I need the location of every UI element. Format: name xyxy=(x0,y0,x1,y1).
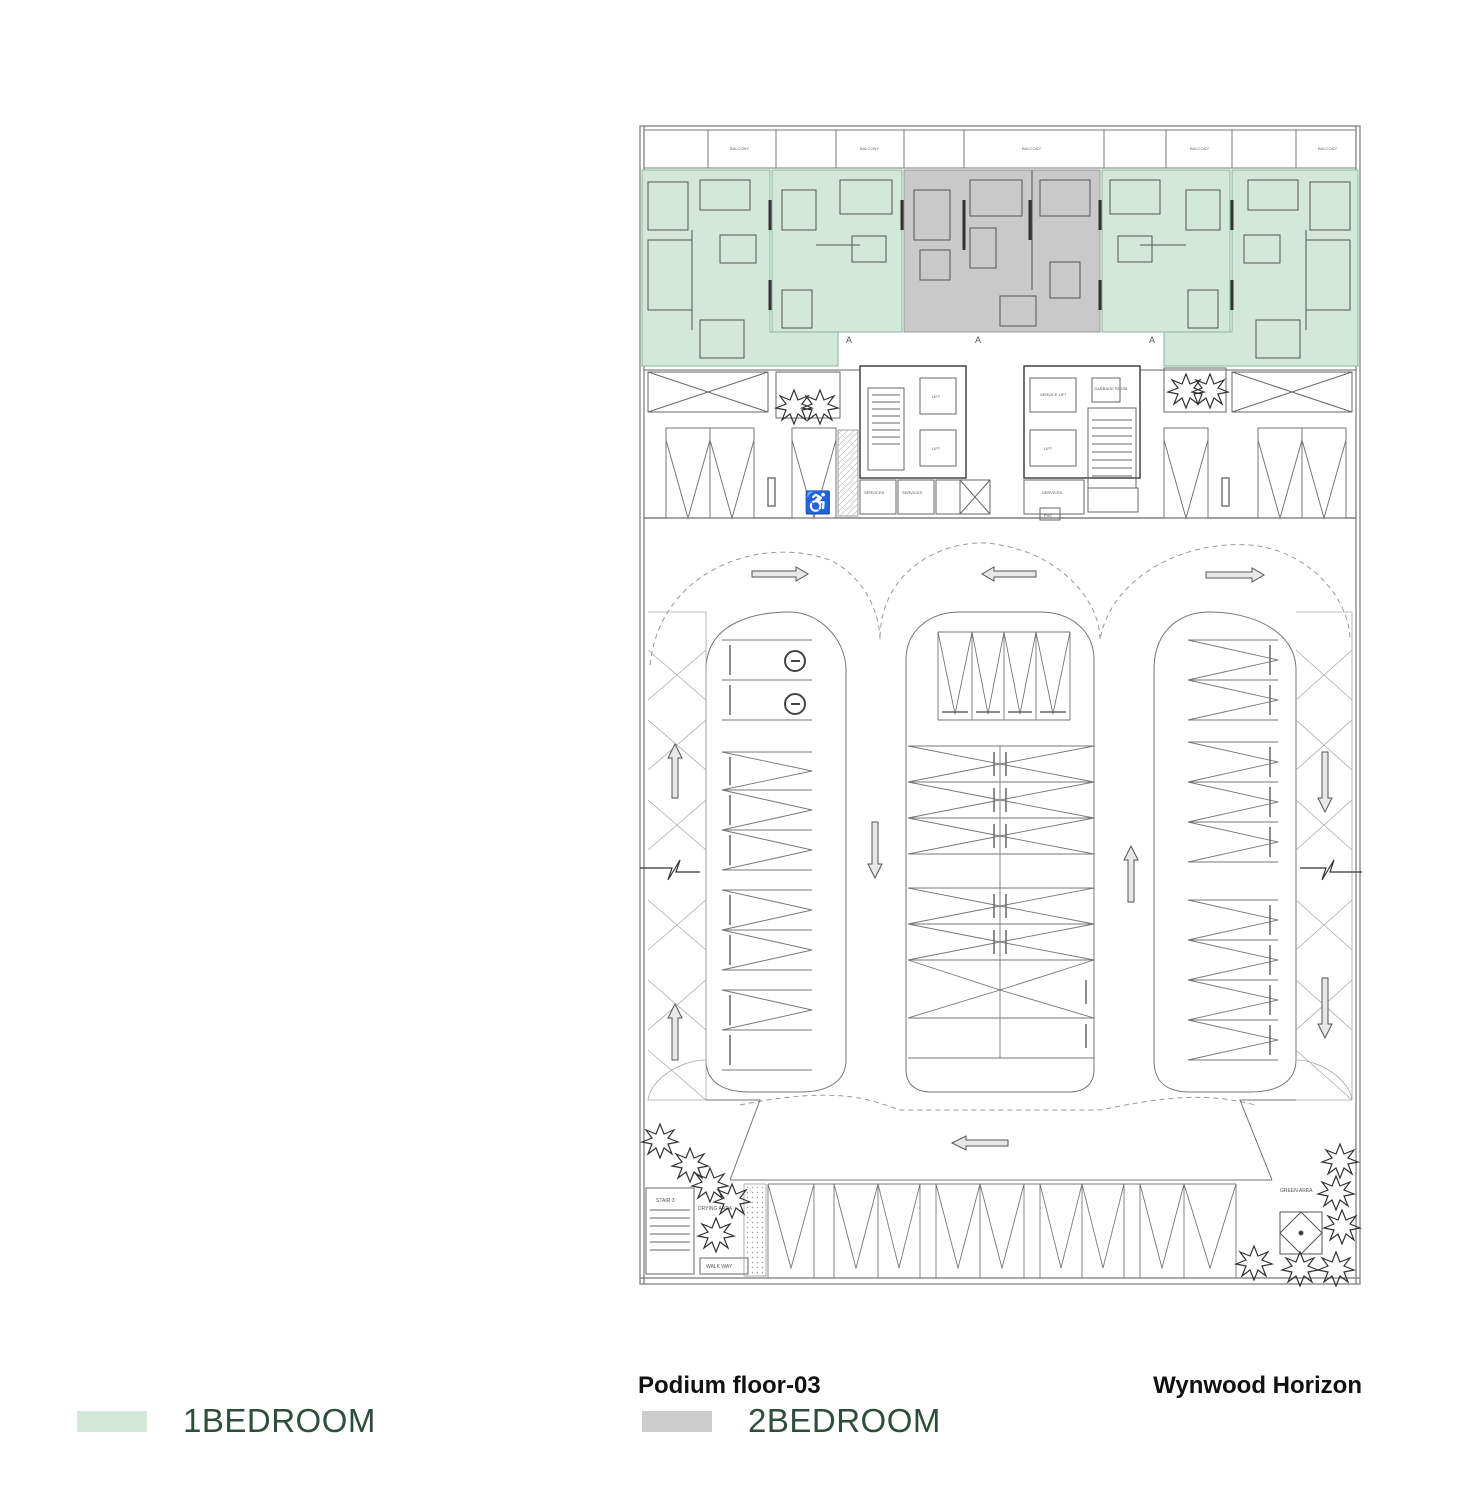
legend-item-1bedroom: 1BEDROOM xyxy=(77,1402,376,1440)
legend-label: 2BEDROOM xyxy=(748,1402,941,1439)
legend-swatch xyxy=(77,1410,147,1432)
unit-partitions xyxy=(647,170,1351,359)
drying-area-floor xyxy=(743,1183,767,1277)
level-break-markers xyxy=(640,859,1362,881)
bottom-left-block xyxy=(645,1187,749,1275)
arrow-down-icon xyxy=(867,821,883,880)
arrow-up-icon xyxy=(667,1002,683,1061)
drive-aisles xyxy=(649,542,1351,1111)
planters xyxy=(639,372,1363,1288)
traffic-arrows xyxy=(667,566,1333,1151)
unit-2bed-1[interactable] xyxy=(903,169,1101,333)
balcony-label: BALCONY xyxy=(860,146,879,151)
bottom-apron xyxy=(706,1099,1296,1181)
legend-item-2bedroom: 2BEDROOM xyxy=(642,1402,941,1440)
green-area xyxy=(1279,1211,1323,1255)
balcony-label: BALCONY xyxy=(1190,146,1209,151)
arrow-down-icon xyxy=(1317,977,1333,1040)
arrow-right-icon xyxy=(1205,567,1265,583)
garbage-room-label: GARBAGE ROOM xyxy=(1094,386,1127,391)
lift-label: LIFT xyxy=(1044,446,1053,451)
unit-1bed-2[interactable] xyxy=(771,169,903,333)
upper-parking-bays xyxy=(665,427,1347,520)
parking-islands xyxy=(705,611,1297,1093)
legend-swatch xyxy=(642,1410,712,1432)
accessible-parking-icon: ♿ xyxy=(804,490,831,515)
ev-charging-icons xyxy=(784,650,806,715)
service-lift-label: SERVICE LIFT xyxy=(1040,392,1067,397)
legend-label: 1BEDROOM xyxy=(183,1402,376,1439)
balcony-label: BALCONY xyxy=(1022,146,1041,151)
entry-marker: A xyxy=(1149,335,1155,345)
services-label: SERVICES xyxy=(902,490,922,495)
balcony-label: BALCONY xyxy=(1318,146,1337,151)
arrow-left-icon xyxy=(981,566,1037,582)
project-title: Wynwood Horizon xyxy=(1153,1372,1362,1399)
hatched-shaft xyxy=(837,429,859,517)
stair-treads xyxy=(872,394,1132,477)
walkway-label: WALK WAY xyxy=(706,1264,733,1270)
entry-marker: A xyxy=(846,335,852,345)
floor-title: Podium floor-03 xyxy=(638,1372,821,1399)
green-area-label: GREEN AREA xyxy=(1280,1188,1313,1194)
apartment-units xyxy=(641,169,1359,367)
lift-label: LIFT xyxy=(932,446,941,451)
unit-1bed-3[interactable] xyxy=(1101,169,1231,333)
balcony-row xyxy=(643,129,1357,169)
entry-marker: A xyxy=(975,335,981,345)
services-label: SERVICES xyxy=(864,490,884,495)
core-zone xyxy=(644,365,1356,521)
arrow-down-icon xyxy=(1317,751,1333,814)
wheel-stops xyxy=(729,645,1271,1065)
arrow-right-icon xyxy=(751,566,809,582)
bottom-parking-bays xyxy=(767,1183,1237,1278)
arrow-left-icon xyxy=(950,1135,1009,1151)
fhc-label: FHC xyxy=(1044,513,1052,518)
lift-label: LIFT xyxy=(932,394,941,399)
island-parking-bays xyxy=(721,631,1279,1071)
stair-label: STAIR 3 xyxy=(656,1198,675,1204)
arrow-up-icon xyxy=(667,742,683,799)
services-label: SERVICES xyxy=(1042,490,1062,495)
drying-area-label: DRYING AREA xyxy=(698,1206,733,1212)
arrow-up-icon xyxy=(1123,844,1139,903)
unit-walls xyxy=(768,200,1234,310)
balcony-label: BALCONY xyxy=(730,146,749,151)
